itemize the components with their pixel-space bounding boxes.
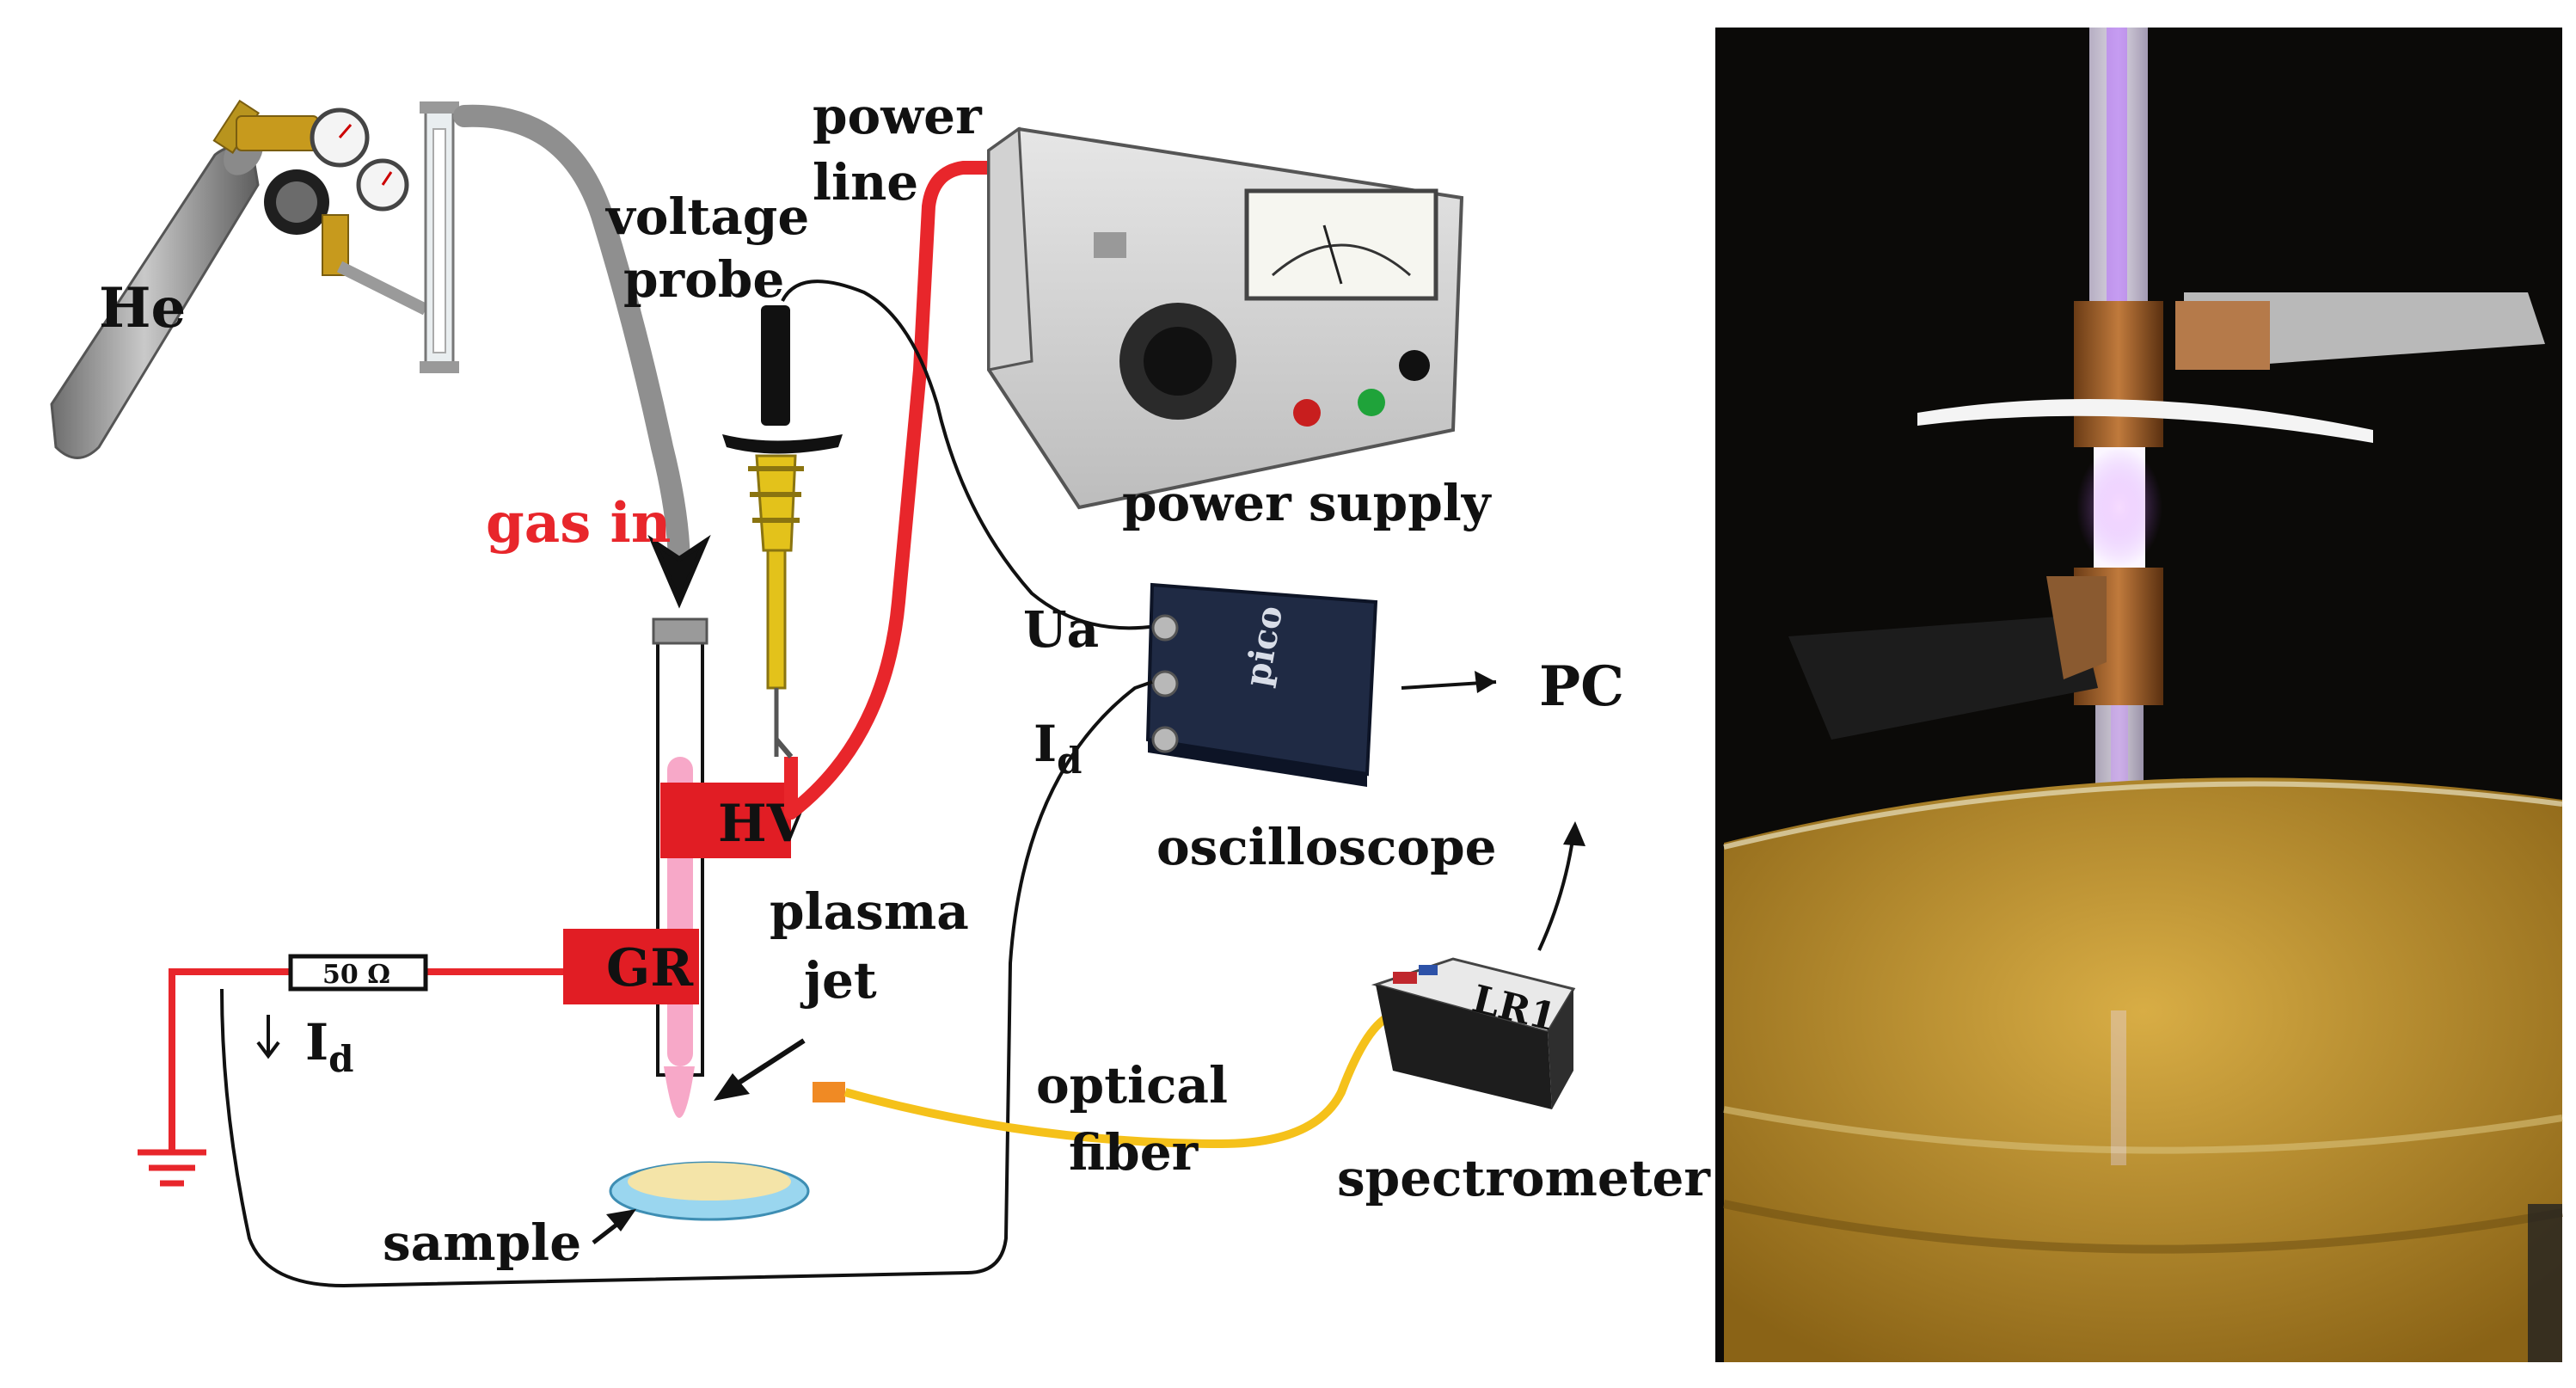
voltage-probe-label-2: probe bbox=[623, 250, 784, 309]
gr-label: GR bbox=[606, 938, 694, 998]
current-direction-arrow bbox=[256, 1015, 280, 1059]
oscilloscope-icon bbox=[1145, 582, 1378, 787]
petri-dish-icon bbox=[609, 1161, 810, 1221]
optical-fiber-label-1: optical bbox=[1036, 1056, 1228, 1115]
optical-fiber bbox=[843, 1010, 1395, 1149]
resistor-label: 50 Ω bbox=[322, 960, 390, 990]
plasma-jet-tube bbox=[652, 617, 708, 1118]
power-line-label-1: power bbox=[813, 87, 983, 145]
power-supply-icon bbox=[987, 126, 1464, 510]
spectrometer-label: spectrometer bbox=[1337, 1149, 1711, 1207]
spectrometer-to-pc-arrow bbox=[1537, 833, 1575, 951]
gas-inlet-arrow bbox=[647, 534, 711, 609]
sample-label: sample bbox=[383, 1213, 581, 1272]
current-sense-wire bbox=[220, 680, 1153, 1288]
gas-in-label: gas in bbox=[486, 491, 671, 556]
probe-signal-wire bbox=[781, 279, 1157, 630]
hv-electrode bbox=[660, 783, 791, 858]
spectrometer-icon bbox=[1371, 957, 1576, 1109]
pressure-regulator-icon bbox=[236, 107, 429, 316]
ground-symbol-icon bbox=[138, 1149, 206, 1187]
plasma-jet-label-2: jet bbox=[800, 951, 877, 1010]
he-label: He bbox=[99, 276, 186, 341]
resistor-icon bbox=[288, 954, 428, 992]
hv-power-wire bbox=[784, 161, 993, 820]
ground-circuit bbox=[169, 968, 563, 1152]
plasma-jet-photo bbox=[1715, 28, 2563, 1362]
gas-hose bbox=[453, 104, 690, 579]
voltage-probe-icon bbox=[722, 305, 843, 757]
plasma-jet-arrow bbox=[729, 1038, 806, 1090]
oscilloscope-label: oscilloscope bbox=[1156, 818, 1497, 876]
plasma-jet-arrowhead bbox=[714, 1073, 750, 1101]
id-scope-label: Id bbox=[1033, 715, 1083, 782]
probe-tip-link bbox=[774, 738, 794, 758]
id-ground-label: Id bbox=[305, 1013, 354, 1080]
gr-electrode bbox=[563, 929, 699, 1004]
flowmeter-icon bbox=[420, 101, 459, 373]
scope-to-pc-arrowhead bbox=[1475, 671, 1496, 693]
fiber-probe-head bbox=[813, 1082, 845, 1102]
optical-fiber-label-2: fiber bbox=[1069, 1123, 1199, 1182]
pc-label: PC bbox=[1539, 654, 1624, 719]
plasma-jet-label-1: plasma bbox=[770, 882, 969, 941]
power-supply-label: power supply bbox=[1122, 474, 1493, 532]
power-line-label-2: line bbox=[813, 153, 918, 212]
ua-label: Ua bbox=[1023, 600, 1099, 659]
spectrometer-to-pc-arrowhead bbox=[1563, 821, 1585, 846]
voltage-probe-label-1: voltage bbox=[604, 187, 809, 246]
sample-arrowhead bbox=[606, 1209, 636, 1231]
